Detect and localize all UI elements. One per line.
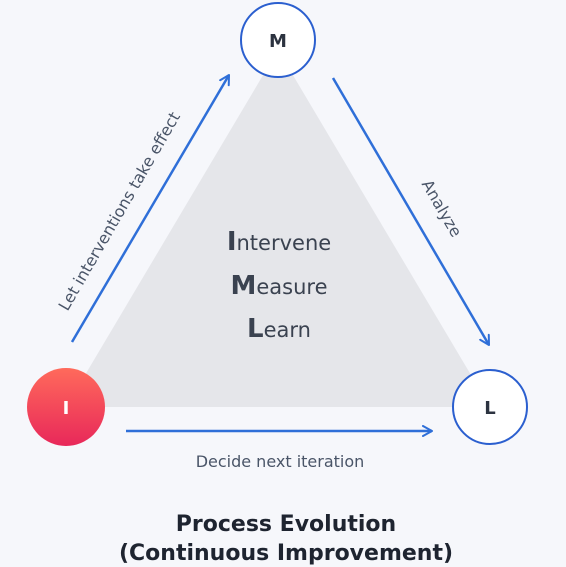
edge-label-i-to-l: Decide next iteration [196,452,365,471]
arrow-i-to-m [70,74,231,343]
node-m: M [240,2,316,78]
diagram-title-line2: (Continuous Improvement) [119,541,453,566]
core-rest-intervene: ntervene [237,231,332,255]
core-line-measure: Measure [230,271,327,301]
core-initial-i: I [227,227,237,257]
arrow-m-to-l [331,77,491,346]
node-l: L [452,369,528,445]
core-rest-learn: earn [264,318,311,342]
edge-label-m-to-l: Analyze [418,176,466,240]
node-l-label: L [484,398,495,419]
core-line-intervene: Intervene [227,227,331,257]
node-i-label: I [63,398,70,419]
core-initial-m: M [230,271,256,301]
cycle-triangle [66,50,490,407]
core-initial-l: L [247,314,264,344]
node-i: I [27,368,105,446]
node-m-label: M [269,31,287,52]
core-line-learn: Learn [247,314,311,344]
core-rest-measure: easure [256,275,327,299]
diagram-title-line1: Process Evolution [176,512,396,537]
